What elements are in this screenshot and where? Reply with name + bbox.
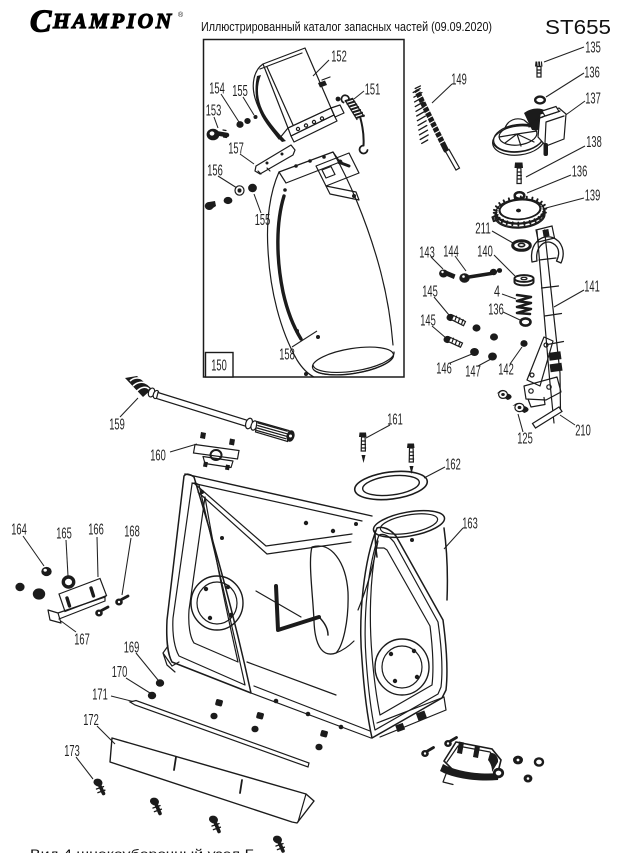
svg-text:139: 139 xyxy=(585,188,601,205)
svg-text:140: 140 xyxy=(477,244,493,261)
svg-text:149: 149 xyxy=(451,72,467,89)
svg-text:170: 170 xyxy=(112,664,128,681)
svg-text:137: 137 xyxy=(585,91,601,108)
svg-text:157: 157 xyxy=(228,141,244,158)
svg-text:136: 136 xyxy=(584,65,600,82)
svg-text:155: 155 xyxy=(232,83,248,100)
svg-text:4: 4 xyxy=(494,284,500,301)
svg-text:160: 160 xyxy=(150,448,166,465)
svg-text:136: 136 xyxy=(572,164,588,181)
svg-text:Вид 4 шнекоуборочный узел Б: Вид 4 шнекоуборочный узел Б xyxy=(30,847,255,853)
svg-text:167: 167 xyxy=(74,632,90,649)
svg-text:166: 166 xyxy=(88,522,104,539)
svg-text:163: 163 xyxy=(462,516,478,533)
svg-text:150: 150 xyxy=(211,358,227,375)
svg-text:173: 173 xyxy=(64,743,80,760)
svg-text:211: 211 xyxy=(475,221,491,238)
svg-text:138: 138 xyxy=(586,134,602,151)
svg-text:164: 164 xyxy=(11,522,27,539)
svg-text:C: C xyxy=(30,3,52,39)
svg-text:172: 172 xyxy=(83,712,99,729)
svg-text:165: 165 xyxy=(56,526,72,543)
svg-text:156: 156 xyxy=(207,163,223,180)
svg-text:HAMPION: HAMPION xyxy=(52,9,174,33)
svg-text:152: 152 xyxy=(331,49,347,66)
svg-text:210: 210 xyxy=(575,423,591,440)
svg-text:158: 158 xyxy=(279,347,295,364)
svg-text:162: 162 xyxy=(445,457,461,474)
svg-text:168: 168 xyxy=(124,524,140,541)
svg-text:151: 151 xyxy=(365,82,381,99)
svg-text:147: 147 xyxy=(465,364,481,381)
svg-text:ST655: ST655 xyxy=(545,17,611,39)
svg-text:Иллюстрированный каталог запас: Иллюстрированный каталог запасных частей… xyxy=(201,20,492,34)
svg-text:125: 125 xyxy=(517,431,533,448)
svg-text:145: 145 xyxy=(420,313,436,330)
svg-text:135: 135 xyxy=(585,40,601,57)
svg-text:171: 171 xyxy=(92,687,108,704)
svg-text:145: 145 xyxy=(422,284,438,301)
svg-text:161: 161 xyxy=(387,412,403,429)
svg-text:142: 142 xyxy=(498,362,514,379)
svg-text:141: 141 xyxy=(584,279,600,296)
svg-text:146: 146 xyxy=(436,361,452,378)
svg-text:159: 159 xyxy=(109,417,125,434)
svg-text:®: ® xyxy=(178,11,184,19)
svg-text:155: 155 xyxy=(255,212,271,229)
svg-text:154: 154 xyxy=(209,81,225,98)
svg-text:136: 136 xyxy=(488,302,504,319)
svg-text:153: 153 xyxy=(206,103,222,120)
svg-text:169: 169 xyxy=(124,640,140,657)
